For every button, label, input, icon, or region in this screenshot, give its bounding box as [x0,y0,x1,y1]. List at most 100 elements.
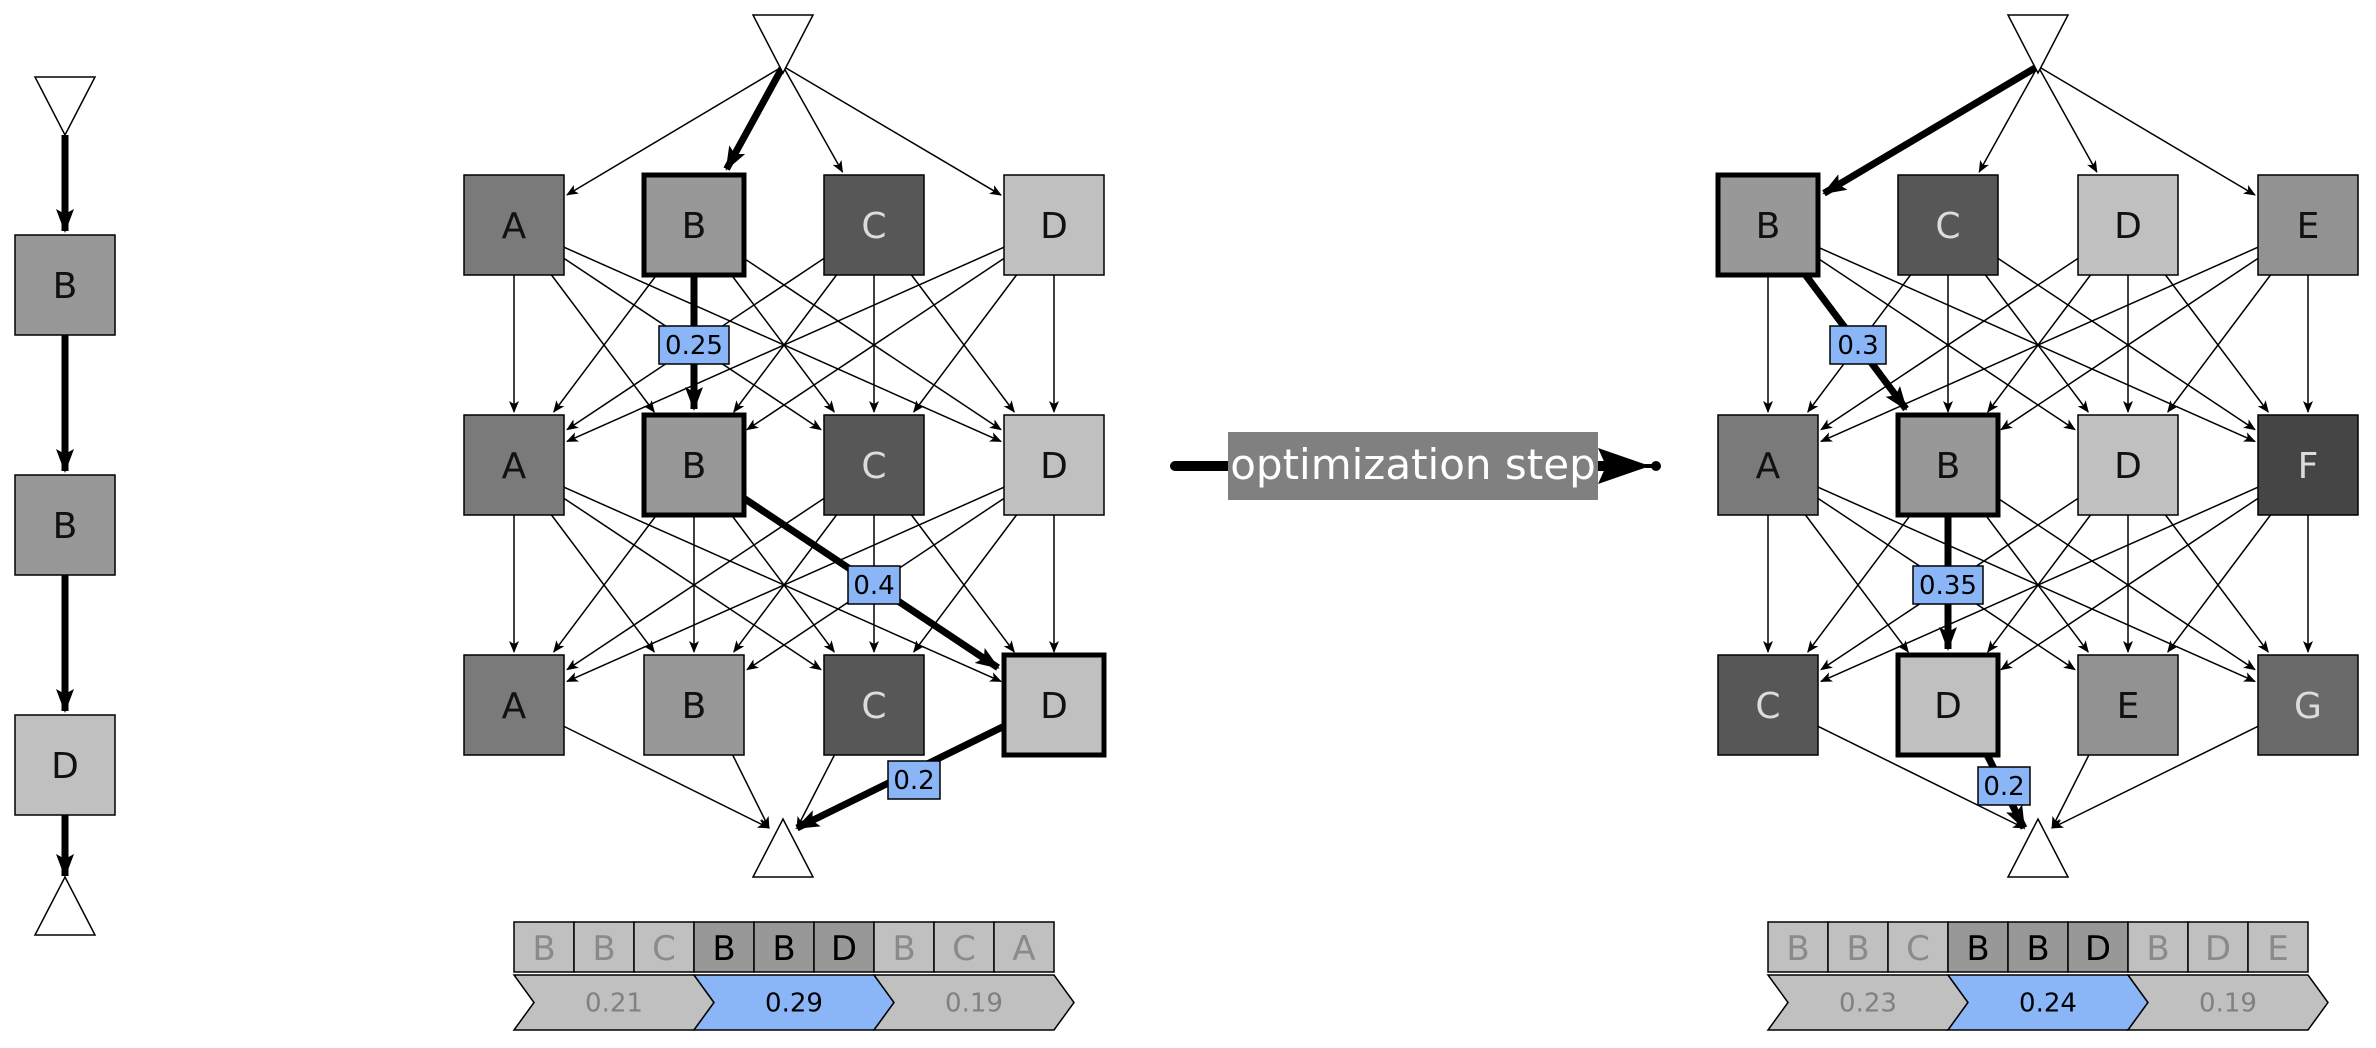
node-c-label: C [1935,206,1960,247]
score-value: 0.21 [585,989,643,1019]
edge [563,246,1002,443]
sequence-cell [2007,921,2069,973]
edge [550,274,655,413]
sequence-cell [753,921,815,973]
sequence-token: B [1966,929,1989,969]
edge [2051,725,2259,829]
edge [1984,514,2089,653]
edge [2164,514,2269,653]
sequence-token: C [952,929,976,969]
edge [785,67,1002,196]
edge [743,257,1002,431]
node-b-label: B [682,206,707,247]
edge-probability-box [1829,325,1887,365]
start-triangle [751,14,815,75]
edge [563,497,822,671]
edge [1807,514,1912,653]
node-e-label: E [2117,686,2140,727]
sequence-token: D [2205,929,2231,969]
edge [1820,486,2259,683]
node-d-label: D [1040,686,1068,727]
sequence-token: B [1786,929,1809,969]
sequence-token: C [652,929,676,969]
node-d [1003,414,1105,516]
node-a-label: A [502,206,527,247]
edge [1987,514,2092,653]
selected-edge [1822,64,2037,197]
sequence-token: A [1012,929,1035,969]
sequence-token: B [532,929,555,969]
edge [1820,246,2259,443]
sequence-token: B [592,929,615,969]
node-d-label: D [2114,206,2142,247]
edge [913,274,1018,413]
edge [730,514,835,653]
node-f [2257,414,2359,516]
edge-probability-box [658,325,730,365]
edge [2167,274,2272,413]
edge [1817,725,2025,829]
edge-probability-label: 0.3 [1837,331,1878,361]
node-a [463,174,565,276]
edge-probability-label: 0.35 [1919,571,1977,601]
node-a-label: A [1756,446,1781,487]
node-c-label: C [861,206,886,247]
node-d [1001,652,1107,758]
edge [550,514,655,653]
node-b [1895,412,2001,518]
node-d [2077,174,2179,276]
node-c-label: C [1755,686,1780,727]
step-arrow-head [1598,448,1650,484]
score-value: 0.29 [765,989,823,1019]
edge [2000,497,2259,671]
edge [1804,514,1909,653]
sequence-token: E [2267,929,2288,969]
node-b-label: B [682,446,707,487]
start-triangle [33,76,97,137]
node-d-label: D [1040,206,1068,247]
selected-edge [723,66,786,171]
sequence-token: B [712,929,735,969]
node-c [823,414,925,516]
sequence-cell [813,921,875,973]
path-node-b-label: B [53,266,78,307]
sequence-cell [1767,921,1829,973]
sequence-cell [1827,921,1889,973]
node-a-label: A [502,446,527,487]
node-c [823,654,925,756]
edge [732,754,770,829]
node-d-label: D [2114,446,2142,487]
sequence-token: B [892,929,915,969]
end-triangle [33,875,97,936]
edge [566,67,781,196]
edge [566,246,1005,443]
path-node-b [14,474,116,576]
score-value: 0.23 [1839,989,1897,1019]
step-label: optimization step [1230,440,1596,489]
edge [1978,67,2038,173]
sequence-cell [1887,921,1949,973]
edge-probability-box [887,760,941,800]
edge-probability-label: 0.25 [665,331,723,361]
edge-probability-label: 0.4 [853,571,894,601]
node-f-label: F [2298,446,2319,487]
sequence-cell [873,921,935,973]
edge [1817,257,2076,431]
edge-probability-label: 0.2 [1983,772,2024,802]
edges [509,66,1059,832]
node-d-label: D [1934,686,1962,727]
sequence-cell [513,921,575,973]
node-e-label: E [2297,206,2320,247]
sequence-token: B [1846,929,1869,969]
edge [2040,67,2256,196]
sequence-cell [1947,921,2009,973]
node-d-label: D [1040,446,1068,487]
node-a [1717,414,1819,516]
edge [783,67,844,173]
